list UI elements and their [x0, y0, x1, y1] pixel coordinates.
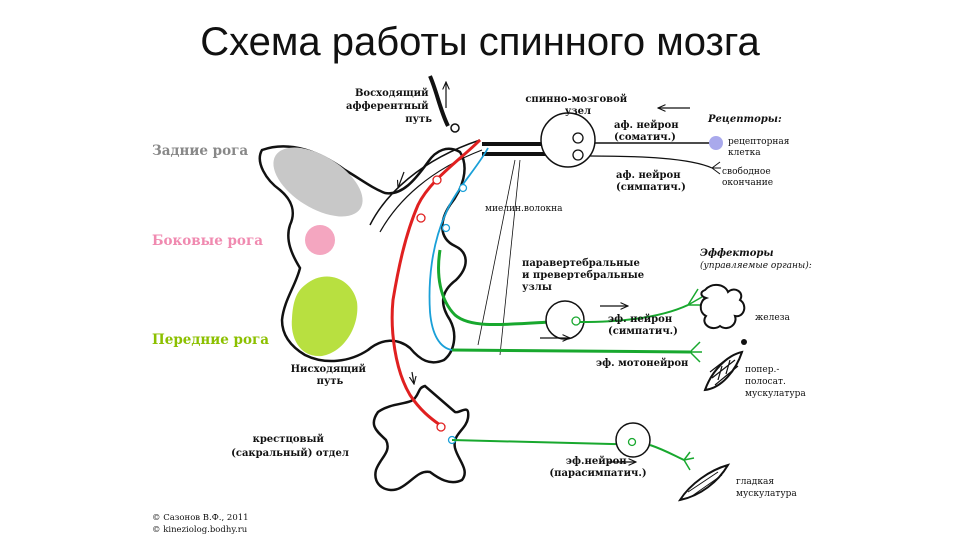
- smooth-muscle-icon: [677, 463, 731, 502]
- ganglia-label: паравертебральные и превертебральные узл…: [522, 258, 648, 293]
- parasympathetic-post: [649, 444, 685, 461]
- receptor-cell-label: рецепторная клетка: [728, 137, 792, 158]
- sympathetic-postganglionic: [579, 304, 689, 323]
- anterior-horns-label: Передние рога: [152, 332, 269, 348]
- myelin-fiber: [477, 159, 516, 346]
- striated-muscle-icon: [703, 350, 744, 392]
- smooth-branches: [683, 451, 695, 471]
- ganglion-cell: [572, 132, 584, 144]
- free-ending-branches: [711, 161, 721, 175]
- spinal-ganglion-label: спинно-мозговой узел: [525, 94, 630, 117]
- slide-title: Схема работы спинного мозга: [200, 20, 760, 64]
- lateral-horns-label: Боковые рога: [152, 233, 263, 249]
- sacral-label: крестцовый (сакральный) отдел: [231, 434, 349, 459]
- afferent-fiber-free: [589, 155, 713, 169]
- effectors-subtitle: (управляемые органы):: [700, 260, 812, 271]
- sacral-section-outline: [372, 384, 470, 492]
- effectors-title: Эффекторы: [700, 248, 774, 259]
- descending-path-arrow: [412, 371, 414, 384]
- ganglion-cell-2: [572, 149, 584, 161]
- ganglion-neuron: [571, 316, 581, 326]
- motoneuron-label: эф. мотонейрон: [596, 358, 688, 369]
- receptor-cell: [709, 136, 723, 150]
- smooth-muscle-label: гладкая мускулатура: [736, 477, 797, 499]
- posterior-horns-label: Задние рога: [152, 143, 248, 159]
- motor-branches: [689, 341, 702, 363]
- aff-somatic-label: аф. нейрон (соматич.): [614, 120, 682, 143]
- green-sympathetic-path: [437, 249, 551, 327]
- red-node: [432, 175, 442, 185]
- gland-label: железа: [755, 313, 791, 323]
- gland-icon: [699, 284, 746, 330]
- ascending-path-label: Восходящий афферентный путь: [346, 88, 432, 125]
- descending-path-label: Нисходящий путь: [291, 364, 370, 387]
- outer-fiber: [369, 139, 481, 226]
- blue-node: [458, 183, 468, 193]
- eff-sympathetic-label: эф. нейрон (симпатич.): [608, 314, 678, 337]
- descending-arrow: [398, 171, 405, 188]
- anterior-horn: [291, 276, 358, 357]
- red-node-2: [416, 213, 426, 223]
- parasympathetic-neuron: [627, 437, 637, 447]
- ascending-node: [450, 123, 460, 133]
- free-ending-label: свободное окончание: [722, 166, 774, 188]
- spinal-ganglion: [540, 112, 596, 168]
- outer-fiber-2: [379, 149, 483, 233]
- red-node-3: [436, 422, 446, 432]
- lateral-horn: [305, 225, 335, 255]
- gland-duct: [741, 339, 747, 345]
- myelin-label: миелин.волокна: [485, 204, 563, 214]
- blue-sympathetic-path: [428, 147, 489, 351]
- aff-sympathetic-label: аф. нейрон (симпатич.): [616, 170, 686, 193]
- eff-parasympathetic-label: эф.нейрон (парасимпатич.): [549, 456, 646, 479]
- ascending-path-line: [428, 75, 450, 127]
- blue-node-2: [441, 223, 451, 233]
- posterior-horn: [273, 147, 363, 217]
- striated-muscle-label: попер.- полосат. мускулатура: [745, 365, 806, 399]
- myelin-fiber-2: [499, 159, 521, 356]
- green-motor-path: [451, 348, 691, 354]
- receptors-title: Рецепторы:: [707, 114, 782, 125]
- credits: © Сазонов В.Ф., 2011 © kineziolog.bodhy.…: [152, 513, 251, 535]
